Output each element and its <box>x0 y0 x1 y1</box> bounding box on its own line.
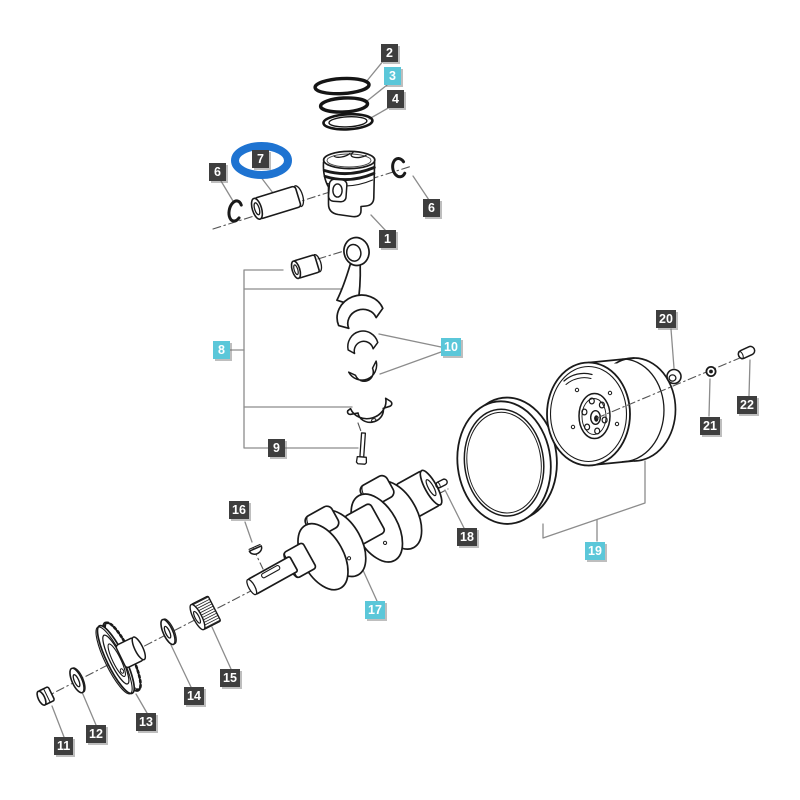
rod-small-end <box>343 236 370 267</box>
rod-bolt <box>355 432 368 465</box>
dowel-pin <box>435 478 448 489</box>
flywheel-washer <box>666 368 682 385</box>
woodruff-key <box>248 543 263 555</box>
part-label-15[interactable]: 15 <box>220 669 240 687</box>
part-label-12[interactable]: 12 <box>86 725 106 743</box>
part-label-7[interactable]: 7 <box>252 150 269 168</box>
part-label-14[interactable]: 14 <box>184 687 204 705</box>
flywheel-bolt-holes <box>581 397 608 435</box>
rod-bearing-lower <box>347 360 378 382</box>
flywheel <box>546 357 677 467</box>
rod-bearing-upper <box>347 330 379 355</box>
part-label-2[interactable]: 2 <box>381 44 398 62</box>
piston <box>322 150 376 218</box>
circlip-left <box>227 199 243 223</box>
part-label-3[interactable]: 3 <box>384 67 401 85</box>
circlip-right <box>391 157 407 179</box>
part-label-22[interactable]: 22 <box>737 396 757 414</box>
washer-14 <box>160 618 177 646</box>
part-label-1[interactable]: 1 <box>379 230 396 248</box>
part-label-4[interactable]: 4 <box>387 90 404 108</box>
pulley-nut <box>36 686 55 706</box>
part-label-17[interactable]: 17 <box>365 601 385 619</box>
crank-gear <box>189 595 221 631</box>
piston-pin-boss <box>327 178 348 203</box>
ring-gear <box>456 396 558 525</box>
oil-ring-inner <box>328 116 368 128</box>
washer-12 <box>69 667 86 694</box>
compression-ring-2 <box>318 96 370 114</box>
highlight-ellipse <box>231 142 292 179</box>
flywheel-bolt <box>737 345 756 360</box>
flywheel-axis <box>596 351 755 419</box>
piston-pin-hole <box>332 183 343 198</box>
part-label-8[interactable]: 8 <box>213 341 230 359</box>
group-bracket-19 <box>542 460 646 542</box>
connecting-rod <box>336 236 384 336</box>
part-label-19[interactable]: 19 <box>585 542 605 560</box>
piston-rings <box>313 76 374 131</box>
rod-cap <box>346 397 393 424</box>
part-label-6-left[interactable]: 6 <box>209 163 226 181</box>
rod-bushing <box>290 254 323 280</box>
part-label-13[interactable]: 13 <box>136 713 156 731</box>
piston-pin <box>250 185 305 221</box>
crankshaft <box>246 469 443 596</box>
compression-ring-1 <box>313 76 371 96</box>
part-label-9[interactable]: 9 <box>268 439 285 457</box>
part-label-20[interactable]: 20 <box>656 310 676 328</box>
crank-pulley <box>95 621 147 695</box>
crank-keyway <box>261 565 281 579</box>
part-label-6-right[interactable]: 6 <box>423 199 440 217</box>
part-label-10[interactable]: 10 <box>441 338 461 356</box>
part-label-21[interactable]: 21 <box>700 417 720 435</box>
oil-ring-outer <box>322 112 374 131</box>
flywheel-nut <box>705 365 717 377</box>
part-label-11[interactable]: 11 <box>54 737 74 755</box>
part-label-16[interactable]: 16 <box>229 501 249 519</box>
part-label-18[interactable]: 18 <box>457 528 477 546</box>
